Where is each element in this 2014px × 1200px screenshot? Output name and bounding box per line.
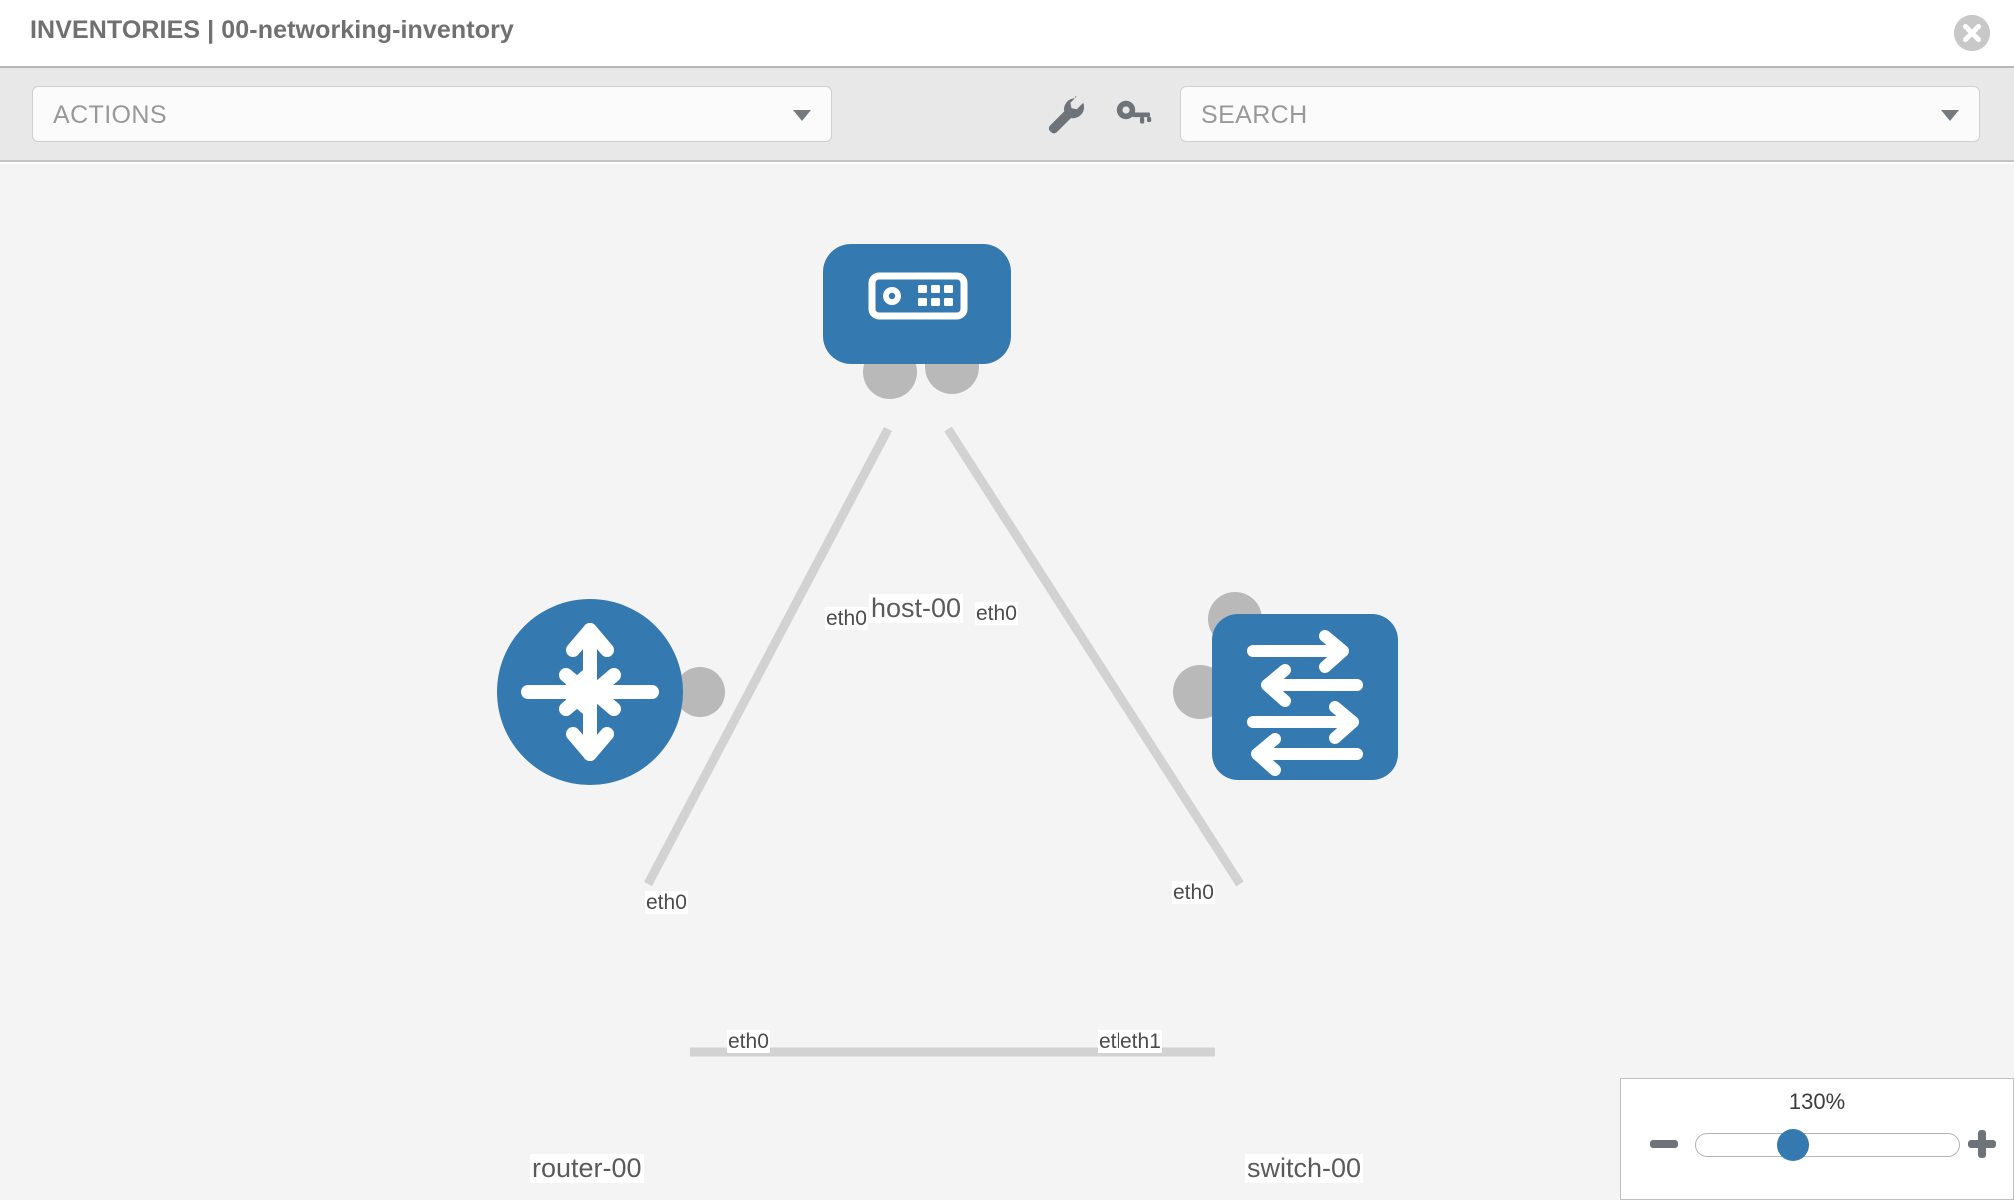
node-host-00 (823, 244, 1011, 364)
search-input[interactable]: SEARCH (1180, 86, 1980, 142)
chevron-down-icon[interactable] (1941, 110, 1959, 121)
plus-icon[interactable] (1965, 1127, 1999, 1161)
key-icon[interactable] (1110, 92, 1156, 138)
zoom-slider[interactable] (1695, 1133, 1960, 1157)
node-label-host-00: host-00 (869, 593, 964, 624)
search-placeholder: SEARCH (1201, 101, 1308, 129)
node-label-router-00: router-00 (530, 1153, 644, 1184)
actions-dropdown-label: ACTIONS (53, 101, 167, 129)
iface-label-switch00-eth1-trunk: eth1 (1119, 1030, 1162, 1054)
topology-graph (497, 244, 1398, 1057)
node-label-switch-00: switch-00 (1245, 1153, 1364, 1184)
iface-label-router00-eth0-trunk: eth0 (727, 1030, 770, 1054)
wrench-icon[interactable] (1042, 92, 1088, 138)
connector-router00-eth0 (675, 667, 725, 717)
chevron-down-icon (793, 110, 811, 121)
link-host00-router00 (644, 426, 892, 887)
iface-label-host00-eth0-right: eth0 (975, 602, 1018, 626)
page-header: INVENTORIES | 00-networking-inventory (0, 0, 2014, 68)
page-title: INVENTORIES | 00-networking-inventory (30, 16, 514, 44)
iface-label-router00-eth0-uplink: eth0 (645, 891, 688, 915)
minus-icon[interactable] (1647, 1127, 1681, 1161)
close-icon[interactable] (1954, 15, 1990, 51)
iface-label-host00-eth0-left: eth0 (825, 607, 868, 631)
node-switch-00 (1212, 614, 1398, 780)
topology-canvas[interactable]: eth0 eth0 eth0 eth0 eth0 eth0 eth1 host-… (0, 164, 2014, 1200)
actions-dropdown[interactable]: ACTIONS (32, 86, 832, 142)
topology-links (644, 426, 1244, 1057)
link-host00-switch00 (944, 426, 1244, 887)
iface-label-switch00-eth0-uplink: eth0 (1172, 881, 1215, 905)
zoom-slider-thumb[interactable] (1777, 1129, 1809, 1161)
zoom-control-panel: 130% (1620, 1078, 2014, 1200)
node-router-00 (497, 599, 683, 785)
zoom-level-value: 130% (1788, 1089, 1846, 1114)
